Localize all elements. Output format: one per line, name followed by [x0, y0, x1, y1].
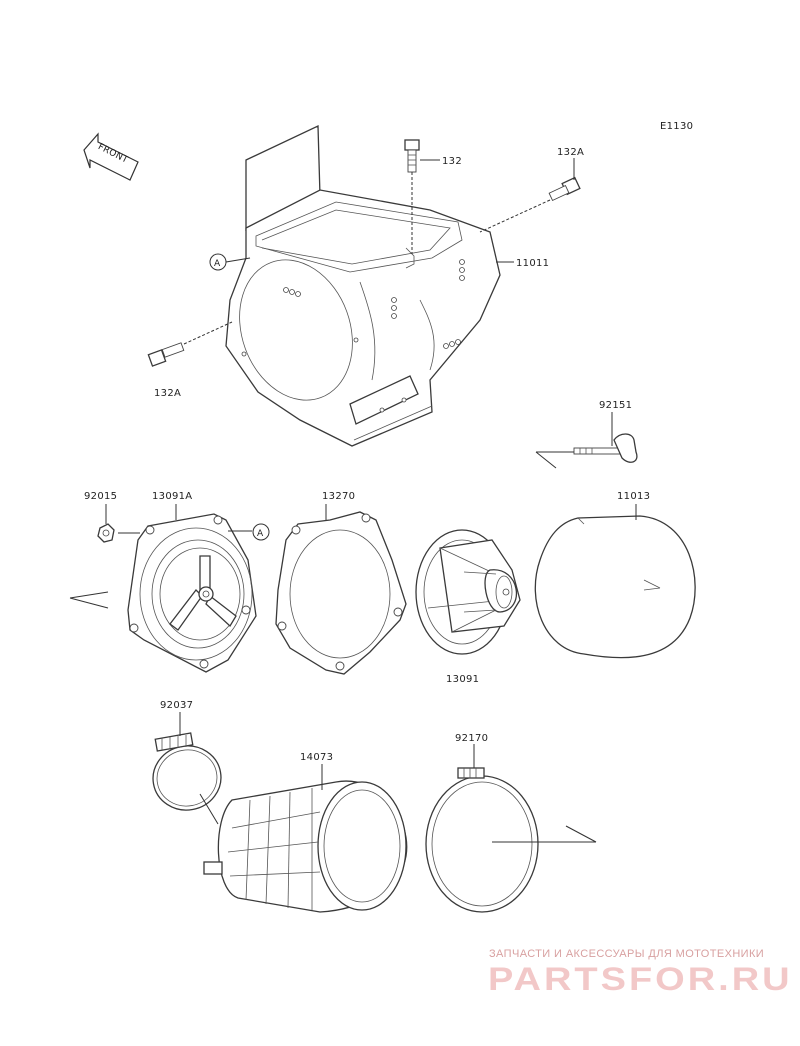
label-92151: 92151: [599, 400, 632, 411]
label-92015: 92015: [84, 491, 117, 502]
front-arrow-icon: FRONT: [83, 132, 139, 181]
clamp-92170: [425, 744, 597, 913]
label-11013: 11013: [617, 491, 650, 502]
label-132a-top: 132A: [557, 147, 584, 158]
label-132a-left: 132A: [154, 388, 181, 399]
label-11011: 11011: [516, 258, 549, 269]
label-13091: 13091: [446, 674, 479, 685]
label-14073: 14073: [300, 752, 333, 763]
nut-92015: [97, 504, 140, 543]
label-13091a: 13091A: [152, 491, 192, 502]
label-132: 132: [442, 156, 462, 167]
clamp-92037: [152, 712, 222, 825]
label-92170: 92170: [455, 733, 488, 744]
frame-13091: [415, 529, 521, 655]
bolt-132a-top: [479, 158, 581, 233]
ref-marker-a-top: A: [209, 253, 251, 271]
label-92037: 92037: [160, 700, 193, 711]
label-13270: 13270: [322, 491, 355, 502]
holder-plate-13091a: [69, 504, 257, 673]
ref-marker-a-mid: A: [228, 523, 270, 541]
watermark-brand: PARTSFOR.RU: [488, 962, 793, 998]
bolt-132a-left: [147, 321, 233, 367]
watermark-tagline: ЗАПЧАСТИ И АКСЕССУАРЫ ДЛЯ МОТОТЕХНИКИ: [489, 948, 765, 960]
svg-text:A: A: [257, 529, 264, 539]
gasket-13270: [275, 504, 407, 675]
bolt-132: [404, 139, 440, 254]
air-box-11011: [225, 124, 501, 447]
duct-14073: [203, 764, 408, 913]
filter-element-11013: [534, 504, 696, 659]
svg-text:A: A: [214, 259, 221, 269]
wing-bolt-92151: [535, 412, 638, 469]
diagram-code: E1130: [660, 121, 693, 132]
